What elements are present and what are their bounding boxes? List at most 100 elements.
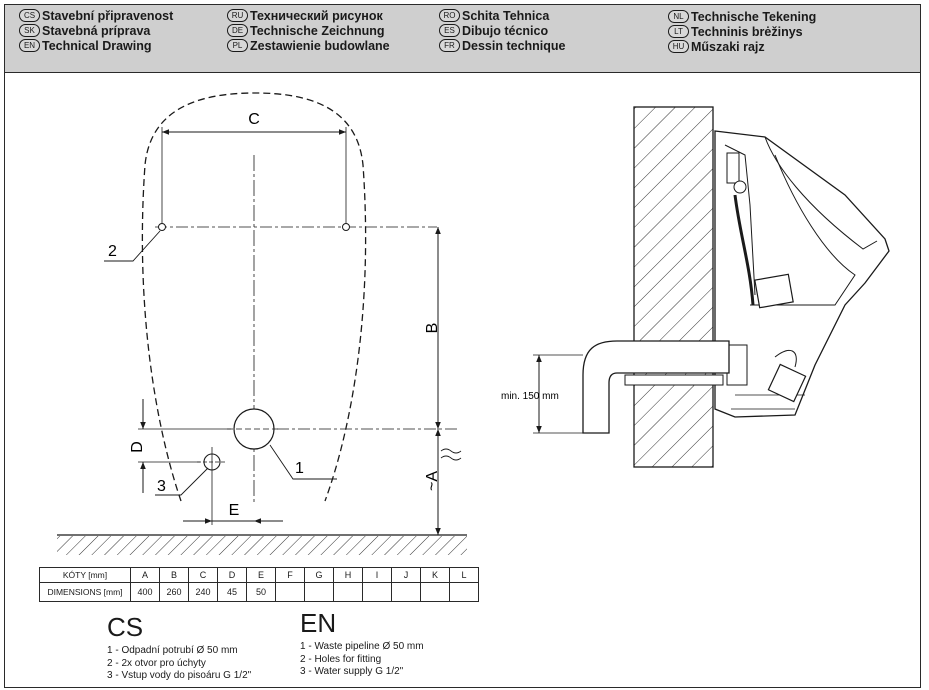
callout-2-label: 2 (108, 243, 117, 260)
table-cell (391, 582, 421, 602)
lang-title-text: Technical Drawing (42, 38, 152, 53)
lang-title-text: Dessin technique (462, 38, 566, 53)
drain-outlet (726, 344, 748, 386)
callout-1-leader (269, 444, 337, 480)
floor-hatching (57, 536, 467, 555)
callout-3-leader (155, 467, 209, 496)
lang-title-de: DE Technische Zeichnung (227, 23, 385, 38)
lang-title-text: Techninis brėžinys (691, 24, 803, 39)
lang-code-badge: CS (19, 9, 40, 22)
urinal-side-body (714, 130, 890, 418)
urinal-front-outline (141, 92, 367, 502)
approx-symbol (440, 448, 462, 461)
dim-b-label: B (424, 323, 441, 334)
lang-title-text: Stavebná príprava (42, 23, 151, 38)
lang-title-text: Dibujo técnico (462, 23, 549, 38)
lang-title-es: ES Dibujo técnico (439, 23, 548, 38)
table-cell: 240 (188, 582, 218, 602)
callout-1-label: 1 (295, 460, 304, 477)
legend-item: 3 - Vstup vody do pisoáru G 1/2" (107, 670, 252, 681)
lang-title-text: Zestawienie budowlane (250, 38, 390, 53)
table-cell: 45 (217, 582, 247, 602)
table-cell: 260 (159, 582, 189, 602)
dim-a-label: ~A (424, 471, 441, 491)
table-header-row: KÓTY [mm] A B C D E F G H I J K L (39, 567, 479, 583)
legend-en: EN 1 - Waste pipeline Ø 50 mm 2 - Holes … (300, 609, 424, 679)
table-values-row: DIMENSIONS [mm] 400 260 240 45 50 (39, 582, 479, 602)
callout-3-label: 3 (157, 478, 166, 495)
legend-cs: CS 1 - Odpadní potrubí Ø 50 mm 2 - 2x ot… (107, 613, 251, 683)
lang-code-badge: NL (668, 10, 689, 23)
lang-code-badge: EN (19, 39, 40, 52)
table-column-header: K (420, 567, 450, 583)
supply-hose (733, 194, 755, 306)
lang-title-sk: SK Stavebná príprava (19, 23, 150, 38)
dim-e-label: E (229, 502, 240, 519)
urinal-rim-inner (764, 136, 878, 250)
battery-box (767, 363, 807, 403)
table-column-header: E (246, 567, 276, 583)
table-row-label: DIMENSIONS [mm] (39, 582, 131, 602)
table-column-header: I (362, 567, 392, 583)
lang-code-badge: ES (439, 24, 460, 37)
lang-title-en: EN Technical Drawing (19, 38, 152, 53)
dim-d-label: D (129, 441, 146, 453)
technical-drawing-sheet: CS Stavební připravenost SK Stavebná prí… (4, 4, 921, 688)
legend-title: CS (107, 612, 144, 642)
legend-item: 2 - 2x otvor pro úchyty (107, 657, 206, 669)
lang-title-text: Technische Tekening (691, 9, 817, 24)
dim-c-label: C (248, 111, 260, 128)
table-column-header: F (275, 567, 305, 583)
lang-title-text: Technische Zeichnung (250, 23, 385, 38)
table-column-header: C (188, 567, 218, 583)
lang-title-ro: RO Schita Tehnica (439, 8, 549, 23)
table-column-header: D (217, 567, 247, 583)
legend-item: 2 - Holes for fitting (300, 653, 382, 665)
lang-title-ru: RU Технический рисунок (227, 8, 383, 23)
urinal-bowl-inner (750, 154, 856, 306)
table-cell (362, 582, 392, 602)
flush-valve (726, 152, 740, 184)
lang-title-nl: NL Technische Tekening (668, 9, 816, 24)
legend-title: EN (300, 608, 337, 638)
lang-code-badge: SK (19, 24, 40, 37)
legend-item: 3 - Water supply G 1/2" (300, 666, 404, 677)
lang-code-badge: FR (439, 39, 460, 52)
lang-title-text: Stavební připravenost (42, 8, 174, 23)
sensor-cable (774, 349, 797, 368)
wall-section (633, 106, 714, 468)
table-column-header: L (449, 567, 479, 583)
valve-knob (733, 180, 747, 194)
callout-2-leader (104, 230, 161, 262)
lang-code-badge: DE (227, 24, 248, 37)
fixing-hole-left (158, 223, 166, 231)
drawing-canvas: C 2 1 3 D E B ~A (57, 92, 890, 555)
waste-pipe-elbow (582, 340, 730, 434)
table-cell (420, 582, 450, 602)
lang-title-pl: PL Zestawienie budowlane (227, 38, 390, 53)
table-row-label: KÓTY [mm] (39, 567, 131, 583)
table-column-header: H (333, 567, 363, 583)
lang-code-badge: HU (668, 40, 689, 53)
lang-title-fr: FR Dessin technique (439, 38, 566, 53)
lang-code-badge: RO (439, 9, 460, 22)
table-column-header: A (130, 567, 160, 583)
min-height-label: min. 150 mm (501, 391, 559, 402)
table-cell (304, 582, 334, 602)
wall-bracket (624, 374, 724, 386)
fixing-hole-right (342, 223, 350, 231)
legend-item: 1 - Odpadní potrubí Ø 50 mm (107, 645, 238, 656)
table-column-header: G (304, 567, 334, 583)
title-header: CS Stavební připravenost SK Stavebná prí… (5, 5, 920, 73)
sensor-box (754, 273, 794, 309)
table-cell (275, 582, 305, 602)
lang-code-badge: PL (227, 39, 248, 52)
table-cell (449, 582, 479, 602)
dimensions-table: KÓTY [mm] A B C D E F G H I J K L DIMENS… (39, 567, 479, 602)
lang-title-text: Schita Tehnica (462, 8, 550, 23)
lang-title-cs: CS Stavební připravenost (19, 8, 173, 23)
lang-title-text: Технический рисунок (250, 8, 383, 23)
table-cell (333, 582, 363, 602)
lang-title-lt: LT Techninis brėžinys (668, 24, 803, 39)
lang-title-text: Műszaki rajz (691, 39, 765, 54)
